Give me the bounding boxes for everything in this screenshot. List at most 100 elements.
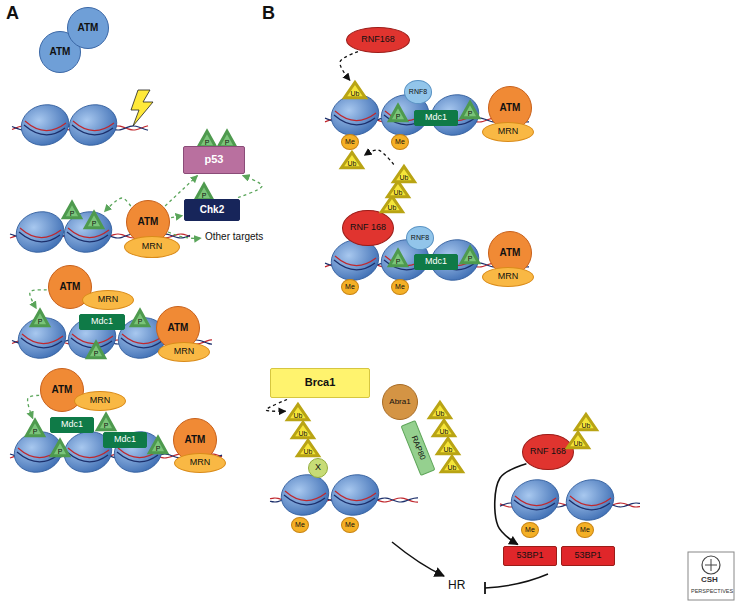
protein-circle: Me <box>391 279 409 295</box>
node-text: P <box>104 422 109 429</box>
protein-box: 53BP1 <box>561 546 615 566</box>
node-text: P <box>396 113 401 120</box>
modification-triangle: P <box>31 310 49 326</box>
node-text: Ub <box>299 430 308 437</box>
modification-triangle: Ub <box>341 152 363 168</box>
inhibit-line <box>485 574 548 588</box>
node-text: MRN <box>498 127 519 136</box>
protein-box: p53 <box>183 146 245 174</box>
modification-triangle: P <box>461 102 479 118</box>
protein-circle: MRN <box>482 267 534 287</box>
dna-wrap <box>284 495 325 505</box>
dna-wrap <box>22 334 63 344</box>
node-text: p53 <box>205 154 224 166</box>
logo-frame <box>688 552 734 600</box>
node-text: P <box>138 318 143 325</box>
nucleosome <box>17 99 74 150</box>
logo-emblem <box>702 556 720 574</box>
activation-arrow <box>340 52 358 81</box>
protein-box: Mdc1 <box>414 254 458 270</box>
node-text: RNF168 <box>361 35 395 44</box>
dna-wrap <box>25 121 66 131</box>
node-text: MRN <box>142 242 163 251</box>
dna-wrap <box>570 496 611 506</box>
dna-wrap <box>335 491 376 501</box>
node-text: Ub <box>574 440 583 447</box>
node-text: MRN <box>190 458 211 467</box>
node-text: 53BP1 <box>516 551 543 560</box>
node-text: Ub <box>582 422 591 429</box>
node-text: Ub <box>436 410 445 417</box>
protein-box: Brca1 <box>270 368 370 398</box>
logo-text: CSH <box>701 576 718 585</box>
modification-triangle: P <box>149 437 167 453</box>
target-note: Other targets <box>205 231 263 242</box>
node-text: Chk2 <box>200 205 224 216</box>
protein-circle: Me <box>291 517 309 533</box>
node-text: ATM <box>52 385 73 396</box>
node-text: Ub <box>448 464 457 471</box>
dna-wrap <box>20 228 61 238</box>
node-text: P <box>33 428 38 435</box>
protein-circle: MRN <box>174 453 226 473</box>
protein-box: Mdc1 <box>79 314 125 330</box>
node-text: Ub <box>394 189 403 196</box>
protein-circle: RNF 168 <box>522 434 573 470</box>
protein-circle: MRN <box>158 342 210 362</box>
node-text: RNF8 <box>409 88 427 95</box>
outcome-label: HR <box>448 579 465 592</box>
node-text: P <box>202 192 207 199</box>
modification-triangle: P <box>131 310 149 326</box>
protein-circle: Abra1 <box>382 384 418 420</box>
logo-text: PERSPECTIVES <box>691 588 733 594</box>
panel-letter: A <box>6 4 19 24</box>
node-text: Mdc1 <box>61 420 83 429</box>
dashed-arrow <box>168 232 201 238</box>
modification-triangle: Ub <box>567 432 589 448</box>
node-text: MRN <box>98 295 119 304</box>
node-text: P <box>92 220 97 227</box>
lightning-bolt <box>131 90 153 126</box>
protein-circle: RNF168 <box>346 27 410 53</box>
modification-triangle: Ub <box>287 404 309 420</box>
node-text: Me <box>345 138 355 145</box>
modification-triangle: P <box>51 440 69 456</box>
dna-wrap <box>67 452 108 462</box>
node-text: ATM <box>500 103 521 114</box>
nucleosome <box>327 469 384 520</box>
protein-circle: ATM <box>67 7 109 49</box>
dna-wrap <box>19 232 60 242</box>
dna-wrap <box>335 256 376 266</box>
node-text: Me <box>345 521 355 528</box>
promote-arrow <box>392 542 444 576</box>
node-text: P <box>396 258 401 265</box>
modification-triangle: Ub <box>575 414 597 430</box>
nucleosome <box>65 99 122 150</box>
protein-circle: Me <box>341 134 359 150</box>
modification-triangle: Ub <box>297 440 319 456</box>
dna-wrap <box>68 228 109 238</box>
node-text: MRN <box>174 347 195 356</box>
dna-wrap <box>71 338 112 348</box>
dna-wrap <box>67 232 108 242</box>
node-text: MRN <box>498 272 519 281</box>
modification-triangle: Ub <box>393 166 415 182</box>
dna-wrap <box>569 500 610 510</box>
modification-triangle: P <box>389 250 407 266</box>
node-text: P <box>468 110 473 117</box>
node-text: Ub <box>351 90 360 97</box>
modification-triangle: Ub <box>387 181 409 197</box>
protein-box: Mdc1 <box>103 432 147 448</box>
node-text: ATM <box>50 47 71 58</box>
protein-circle: MRN <box>74 391 126 411</box>
node-text: Ub <box>444 446 453 453</box>
nucleosome <box>64 312 121 363</box>
protein-circle: RNF 168 <box>342 210 393 246</box>
protein-circle: RNF8 <box>406 226 435 250</box>
activation-arrow <box>171 216 182 218</box>
node-text: Me <box>295 521 305 528</box>
modification-triangle: Ub <box>381 196 403 212</box>
node-text: P <box>205 139 210 146</box>
node-text: P <box>468 255 473 262</box>
modification-triangle: P <box>461 247 479 263</box>
